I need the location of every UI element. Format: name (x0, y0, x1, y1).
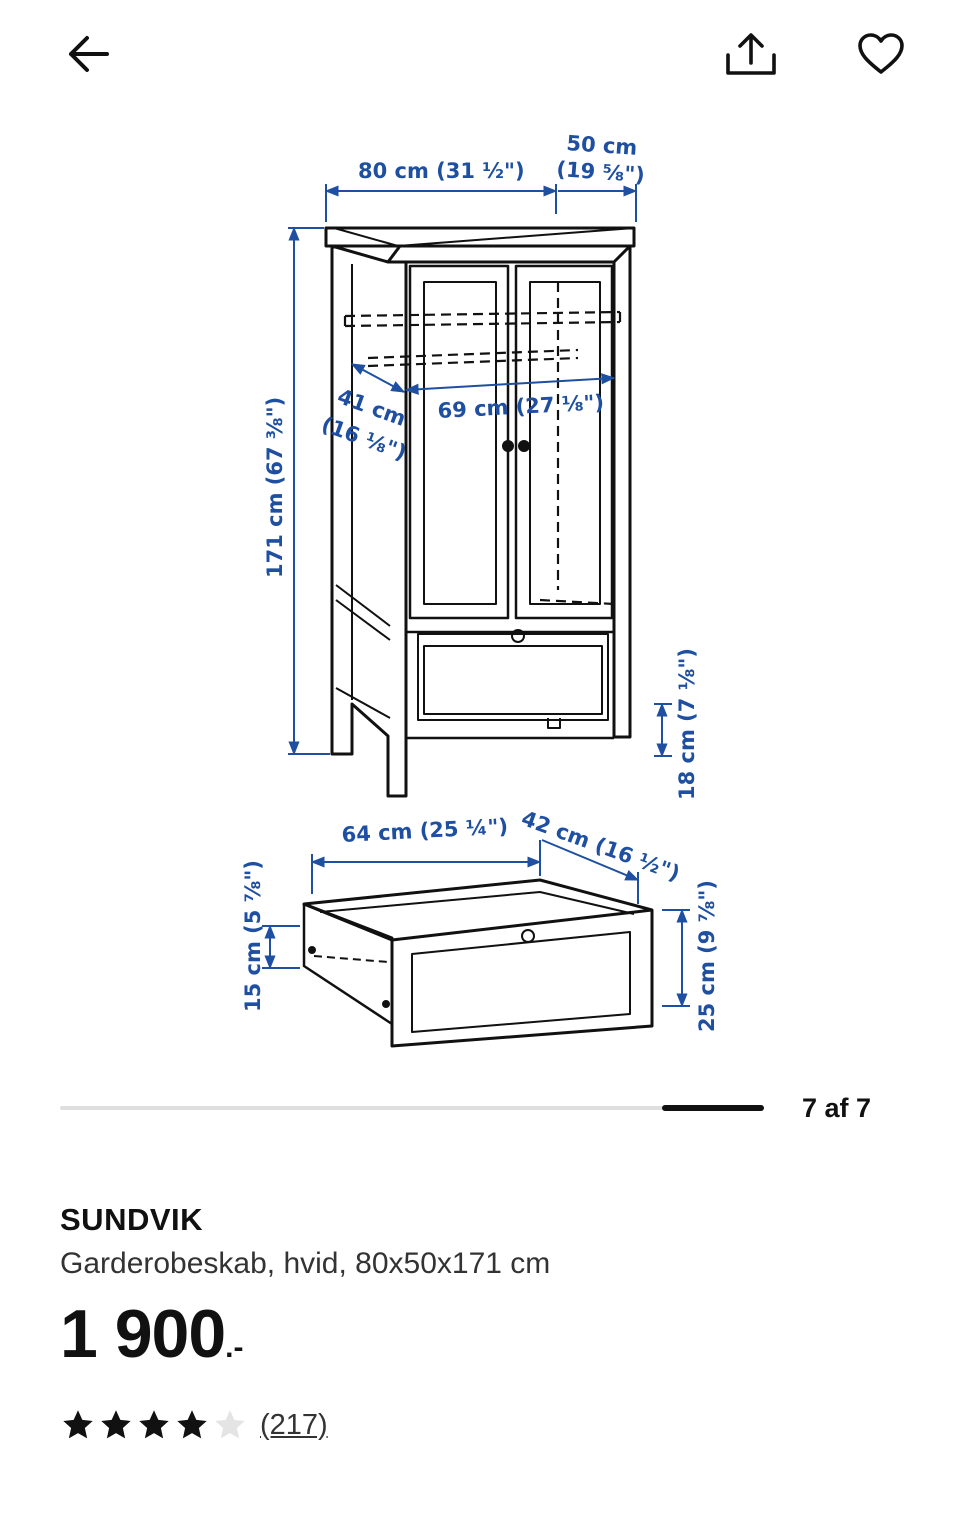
back-button[interactable] (56, 24, 120, 84)
wardrobe-illustration (324, 226, 636, 798)
dim-drawer-width: 64 cm (25 ¼") (341, 814, 509, 847)
dim-depth-top-in: (19 ⅝") (556, 157, 646, 187)
share-button[interactable] (718, 24, 784, 84)
star-filled-icon (63, 1410, 93, 1439)
dim-leg-height: 18 cm (7 ⅛") (675, 648, 699, 800)
star-empty-icon (215, 1410, 245, 1439)
product-image-dimensions[interactable]: 80 cm (31 ½") 50 cm (19 ⅝") 171 cm (67 ⅜… (0, 110, 960, 1090)
dimension-drawing: 80 cm (31 ½") 50 cm (19 ⅝") 171 cm (67 ⅜… (241, 131, 719, 1048)
rating-stars (60, 1407, 250, 1443)
product-info: SUNDVIK Garderobeskab, hvid, 80x50x171 c… (60, 1200, 900, 1447)
dim-depth-top-cm: 50 cm (566, 131, 638, 160)
share-upload-icon (726, 33, 776, 75)
dim-width-top: 80 cm (31 ½") (358, 159, 525, 183)
product-rating[interactable]: (217) (60, 1403, 900, 1447)
gallery-counter: 7 af 7 (802, 1093, 872, 1123)
dim-inner-width: 69 cm (27 ⅛") (437, 390, 605, 423)
product-name: SUNDVIK (60, 1202, 204, 1237)
dim-drawer-depth: 42 cm (16 ½") (518, 806, 683, 886)
price-suffix: .- (225, 1331, 244, 1364)
gallery-scroll-thumb[interactable] (662, 1105, 764, 1111)
heart-outline-icon (858, 33, 904, 74)
gallery-scroll-track[interactable] (60, 1106, 764, 1110)
drawer-illustration (302, 878, 654, 1048)
dim-drawer-inner-height: 15 cm (5 ⅞") (241, 860, 265, 1012)
star-filled-icon (139, 1410, 169, 1439)
dimension-arrows (262, 184, 690, 1008)
image-gallery-pager: 7 af 7 (60, 1090, 900, 1126)
price-integer: 1 900 (60, 1296, 226, 1372)
dim-height-total: 171 cm (67 ⅜") (263, 397, 287, 578)
star-filled-icon (177, 1410, 207, 1439)
product-description: Garderobeskab, hvid, 80x50x171 cm (60, 1247, 551, 1280)
star-filled-icon (101, 1410, 131, 1439)
favorite-button[interactable] (850, 24, 912, 84)
review-count-link[interactable]: (217) (260, 1408, 328, 1441)
top-toolbar (0, 0, 960, 110)
product-price: 1 900.- (60, 1294, 900, 1393)
dim-drawer-front-height: 25 cm (9 ⅞") (695, 880, 719, 1032)
arrow-left-icon (69, 36, 109, 72)
